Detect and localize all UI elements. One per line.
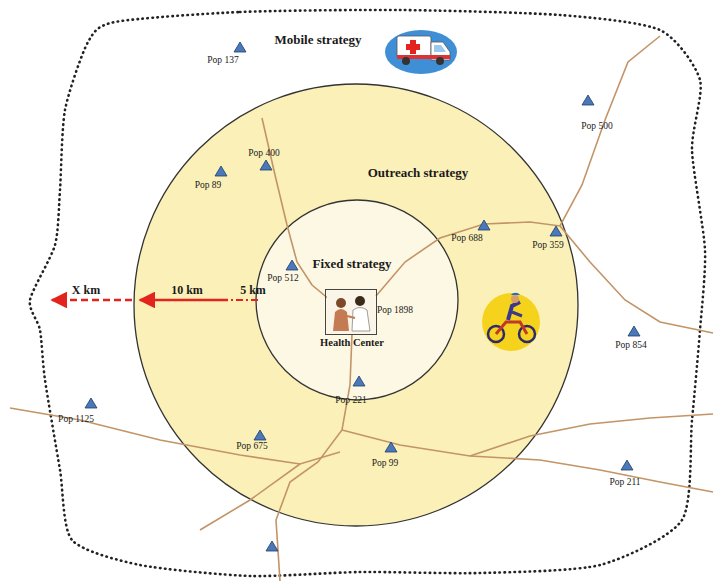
population-label: Pop 1125 [58,414,94,424]
service-ring: Outreach strategyFixed strategyHealth Ce… [133,83,579,527]
population-label: Pop 1898 [377,305,413,315]
population-label: Pop 99 [372,458,399,468]
strategy-heading: Fixed strategy [312,257,391,271]
population-label: Pop 211 [609,477,640,487]
population-label: Pop 137 [207,55,238,65]
ambulance-icon [385,30,457,74]
roads [10,36,713,581]
health-center-box: Health Center [325,289,377,335]
service-ring: Fixed strategyHealth Center [255,199,459,401]
health-center-icon [327,291,375,333]
zone-outline [133,83,579,527]
distance-label: 5 km [240,284,266,297]
distance-label: X km [72,284,100,297]
strategy-heading: Mobile strategy [274,33,361,47]
population-label: Pop 854 [615,340,646,350]
village-triangles [85,42,640,551]
population-label: Pop 500 [581,121,612,131]
facility-label: Health Center [320,337,384,349]
population-label: Pop 89 [195,180,222,190]
strategy-heading: Outreach strategy [368,166,468,180]
population-label: Pop 400 [248,148,279,158]
population-label: Pop 359 [532,240,563,250]
population-label: Pop 675 [236,441,267,451]
population-label: Pop 688 [451,233,482,243]
motorbike-icon [482,293,540,351]
distance-label: 10 km [171,284,203,297]
population-label: Pop 512 [267,273,298,283]
zone-outline [255,199,459,401]
population-label: Pop 221 [335,395,366,405]
distance-arrows [52,300,258,301]
